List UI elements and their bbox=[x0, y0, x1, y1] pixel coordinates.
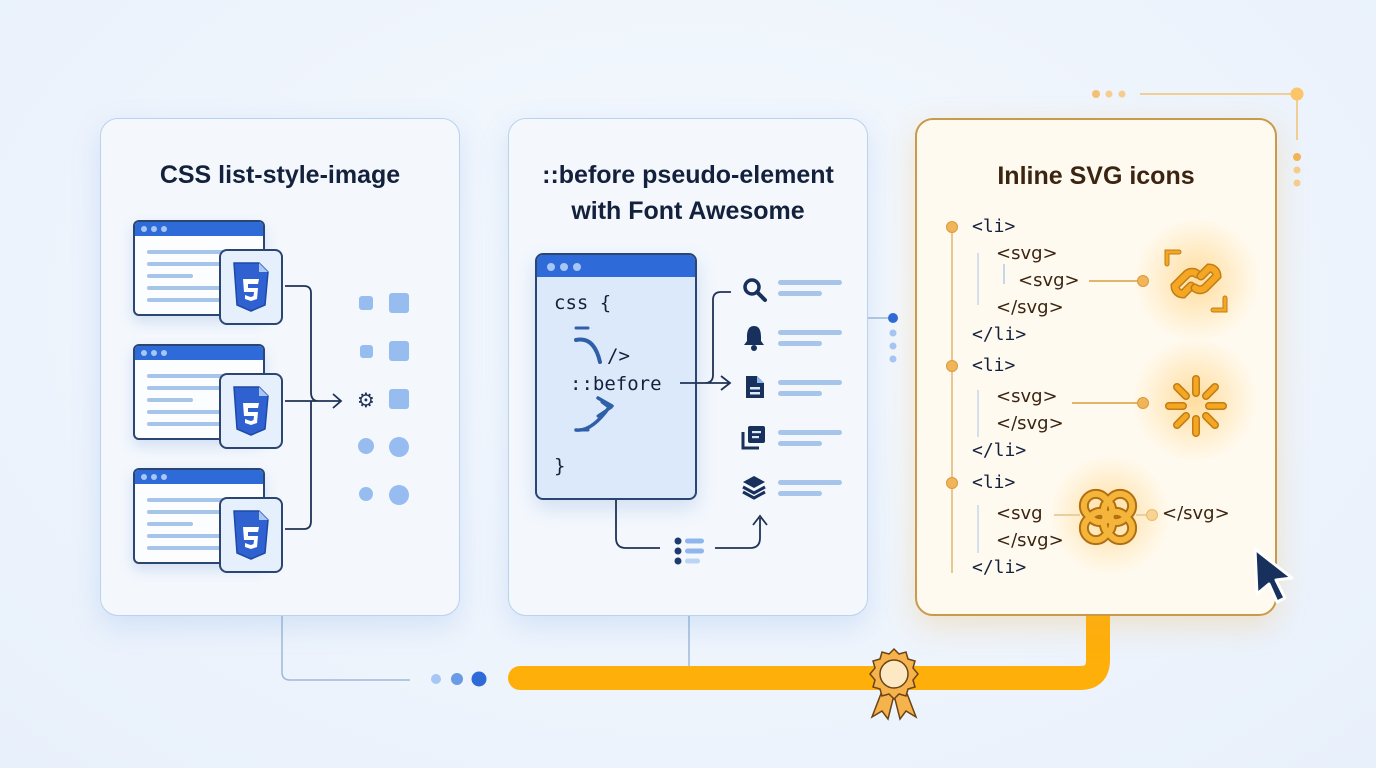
code-li-open: <li> bbox=[972, 472, 1016, 493]
code-svg-open: <svg> bbox=[996, 243, 1058, 264]
text-line bbox=[778, 341, 822, 346]
tree-line bbox=[1003, 264, 1005, 284]
code-line-self-close: /> bbox=[607, 345, 630, 367]
panel-title-line1: ::before pseudo-element bbox=[542, 161, 834, 189]
mouse-pointer-icon bbox=[1252, 546, 1296, 611]
chain-knot-icon bbox=[1078, 487, 1138, 552]
css3-file-icon bbox=[219, 249, 283, 325]
tree-lines bbox=[951, 227, 979, 573]
panel-title-line2: with Font Awesome bbox=[571, 197, 805, 225]
bullet-circle-small bbox=[359, 487, 373, 501]
before-flow-arrows bbox=[615, 291, 768, 549]
code-line-css: css { bbox=[554, 292, 612, 314]
link-icon bbox=[1163, 248, 1229, 319]
text-line bbox=[778, 291, 822, 296]
spinner-icon bbox=[1163, 373, 1229, 444]
glow bbox=[1132, 220, 1262, 340]
code-li-open: <li> bbox=[972, 216, 1016, 237]
bell-icon bbox=[742, 324, 766, 357]
connector bbox=[1089, 280, 1139, 282]
code-window bbox=[535, 253, 697, 500]
tree-node bbox=[946, 360, 958, 372]
file-icon bbox=[744, 374, 766, 405]
code-svg-close: </svg> bbox=[996, 413, 1064, 434]
code-li-close: </li> bbox=[972, 557, 1027, 578]
text-line bbox=[778, 380, 842, 385]
glow bbox=[1130, 340, 1260, 460]
code-svg-after: </svg> bbox=[1162, 503, 1230, 524]
bracket-arrow bbox=[285, 285, 343, 530]
bullet-square-large bbox=[389, 293, 409, 313]
code-bracket-shapes bbox=[574, 326, 614, 432]
search-icon bbox=[742, 277, 768, 308]
layers-icon bbox=[741, 474, 767, 505]
bullet-circle-small bbox=[358, 438, 374, 454]
gear-icon: ⚙ bbox=[357, 390, 375, 412]
code-li-close: </li> bbox=[972, 324, 1027, 345]
ribbon-award-icon bbox=[866, 647, 922, 728]
bullet-square-small bbox=[359, 296, 373, 310]
text-line bbox=[778, 480, 842, 485]
code-svg-open: <svg> bbox=[996, 386, 1058, 407]
code-li-close: </li> bbox=[972, 440, 1027, 461]
text-line bbox=[778, 491, 822, 496]
text-line bbox=[778, 430, 842, 435]
text-line bbox=[778, 330, 842, 335]
connector bbox=[1136, 514, 1148, 516]
code-li-open: <li> bbox=[972, 355, 1016, 376]
panel-title: CSS list-style-image bbox=[159, 161, 401, 189]
code-svg-close: </svg> bbox=[996, 297, 1064, 318]
tree-node bbox=[946, 477, 958, 489]
list-icon bbox=[674, 537, 706, 572]
css3-file-icon bbox=[219, 373, 283, 449]
code-line-close-brace: } bbox=[554, 455, 566, 477]
css3-file-icon bbox=[219, 497, 283, 573]
text-line bbox=[778, 391, 822, 396]
connector bbox=[1054, 514, 1080, 516]
text-line bbox=[778, 441, 822, 446]
panel-title: Inline SVG icons bbox=[997, 162, 1195, 190]
copy-icon bbox=[741, 424, 767, 455]
code-svg-inner: <svg> bbox=[1018, 270, 1080, 291]
bullet-circle-large bbox=[389, 485, 409, 505]
bullet-circle-large bbox=[389, 437, 409, 457]
code-svg-close: </svg> bbox=[996, 530, 1064, 551]
tree-node bbox=[946, 221, 958, 233]
bullet-square-large bbox=[389, 389, 409, 409]
connector bbox=[1072, 402, 1138, 404]
connector-node bbox=[1137, 397, 1149, 409]
connector-node bbox=[1146, 509, 1158, 521]
code-svg-open: <svg bbox=[996, 503, 1043, 524]
text-line bbox=[778, 280, 842, 285]
code-line-before: ::before bbox=[570, 373, 662, 395]
connector-node bbox=[1137, 275, 1149, 287]
bullet-square-small bbox=[360, 345, 373, 358]
bullet-square-large bbox=[389, 341, 409, 361]
